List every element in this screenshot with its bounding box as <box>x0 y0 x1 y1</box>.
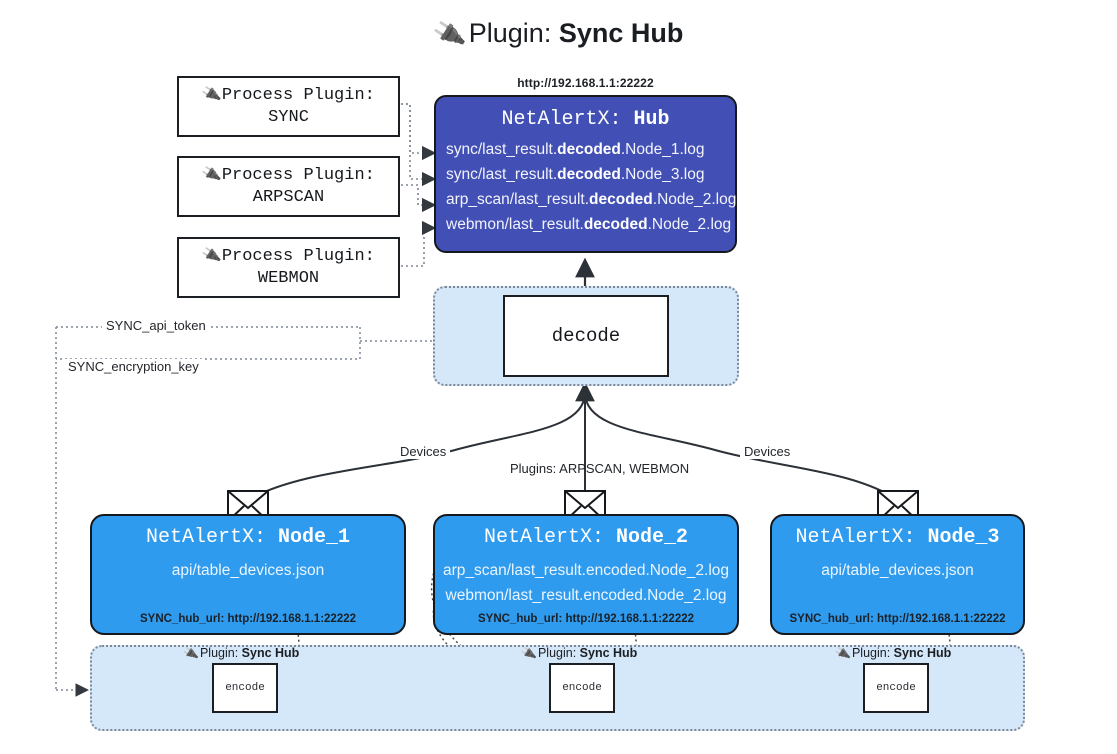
node-title: NetAlertX: Node_1 <box>92 526 404 549</box>
process-plugin-label: Process Plugin: <box>221 166 375 186</box>
hub-row: webmon/last_result.decoded.Node_2.log <box>446 216 732 233</box>
edge-label-plugins: Plugins: ARPSCAN, WEBMON <box>510 461 690 476</box>
hub-rows: sync/last_result.decoded.Node_1.log sync… <box>436 137 737 237</box>
node-app-name: NetAlertX: <box>145 526 266 549</box>
node-name: Node_1 <box>278 526 351 549</box>
edge-label-devices-left: Devices <box>396 444 451 459</box>
plug-icon: 🔌 <box>430 17 468 51</box>
node-line: api/table_devices.json <box>821 562 974 579</box>
plug-icon: 🔌 <box>833 644 852 662</box>
secret-label-encryption-key: SYNC_encryption_key <box>64 359 203 374</box>
process-plugin-sync[interactable]: 🔌Process Plugin: SYNC <box>177 76 400 137</box>
node-hub-url: SYNC_hub_url: http://192.168.1.1:22222 <box>789 613 1006 625</box>
encode-box-1[interactable]: encode <box>212 663 278 713</box>
node-line: api/table_devices.json <box>171 562 325 579</box>
page-title-name: Sync Hub <box>558 18 684 48</box>
node-lines: arp_scan/last_result.encoded.Node_2.log … <box>435 558 737 608</box>
node-title: NetAlertX: Node_3 <box>772 526 1023 549</box>
encoder-label-1: 🔌Plugin: Sync Hub <box>181 644 300 662</box>
encoder-label-2: 🔌Plugin: Sync Hub <box>519 644 638 662</box>
process-plugin-name: ARPSCAN <box>252 187 325 207</box>
process-plugin-label: Process Plugin: <box>221 247 375 267</box>
process-plugin-arpscan[interactable]: 🔌Process Plugin: ARPSCAN <box>177 156 400 217</box>
plug-icon: 🔌 <box>519 644 538 662</box>
process-plugin-webmon[interactable]: 🔌Process Plugin: WEBMON <box>177 237 400 298</box>
encode-box-3[interactable]: encode <box>863 663 929 713</box>
decode-box[interactable]: decode <box>503 295 669 377</box>
node-name: Node_2 <box>616 526 689 549</box>
hub-node[interactable]: NetAlertX: Hub sync/last_result.decoded.… <box>434 95 737 253</box>
node-line: arp_scan/last_result.encoded.Node_2.log <box>442 562 730 579</box>
plug-icon: 🔌 <box>200 84 223 106</box>
encoder-label-3: 🔌Plugin: Sync Hub <box>833 644 952 662</box>
node-lines: api/table_devices.json <box>92 558 404 583</box>
node-title: NetAlertX: Node_2 <box>435 526 737 549</box>
node-line: webmon/last_result.encoded.Node_2.log <box>445 587 727 604</box>
secret-label-api-token: SYNC_api_token <box>102 318 210 333</box>
node-hub-url: SYNC_hub_url: http://192.168.1.1:22222 <box>139 613 357 625</box>
hub-url-label: http://192.168.1.1:22222 <box>517 76 654 90</box>
edge-label-devices-right: Devices <box>740 444 795 459</box>
process-plugin-name: SYNC <box>268 107 309 127</box>
process-plugin-label: Process Plugin: <box>221 86 375 106</box>
node-lines: api/table_devices.json <box>772 558 1023 583</box>
node-3[interactable]: NetAlertX: Node_3 api/table_devices.json… <box>770 514 1025 635</box>
hub-row: sync/last_result.decoded.Node_3.log <box>446 166 705 183</box>
hub-row: arp_scan/last_result.decoded.Node_2.log <box>446 191 737 208</box>
node-1[interactable]: NetAlertX: Node_1 api/table_devices.json… <box>90 514 406 635</box>
page-title: 🔌Plugin: Sync Hub <box>0 17 1117 51</box>
hub-name: Hub <box>633 108 670 131</box>
hub-app-name: NetAlertX: <box>501 108 622 131</box>
hub-row: sync/last_result.decoded.Node_1.log <box>446 141 705 158</box>
plug-icon: 🔌 <box>200 245 223 267</box>
plug-icon: 🔌 <box>200 164 223 186</box>
plug-icon: 🔌 <box>181 644 200 662</box>
encode-box-2[interactable]: encode <box>549 663 615 713</box>
node-2[interactable]: NetAlertX: Node_2 arp_scan/last_result.e… <box>433 514 739 635</box>
process-plugin-name: WEBMON <box>257 268 320 288</box>
node-name: Node_3 <box>927 526 1000 549</box>
node-hub-url: SYNC_hub_url: http://192.168.1.1:22222 <box>477 613 695 625</box>
hub-title: NetAlertX: Hub <box>436 108 735 131</box>
node-app-name: NetAlertX: <box>795 526 916 549</box>
page-title-prefix: Plugin: <box>468 18 552 48</box>
node-app-name: NetAlertX: <box>483 526 604 549</box>
